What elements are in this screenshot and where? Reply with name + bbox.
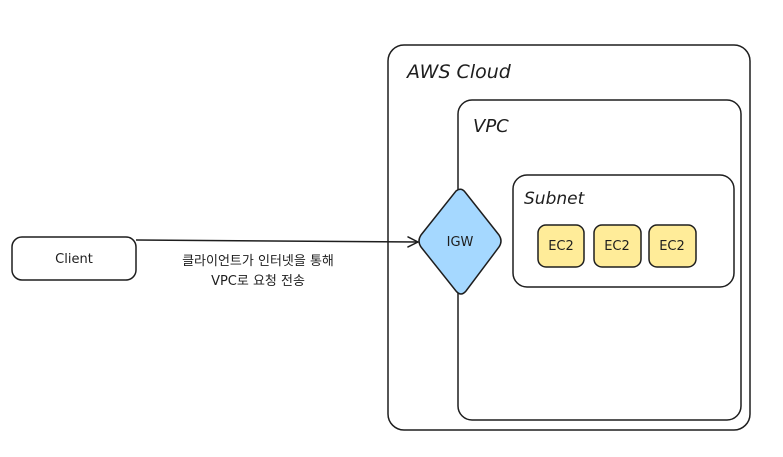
edge-label: 클라이언트가 인터넷을 통해 VPC로 요청 전송 xyxy=(182,254,334,289)
ec2-instance: EC2 xyxy=(648,224,697,268)
edge-label-line-2: VPC로 요청 전송 xyxy=(211,274,305,289)
igw-node: IGW xyxy=(418,188,502,295)
aws-cloud-label: AWS Cloud xyxy=(405,61,512,83)
igw-label: IGW xyxy=(447,235,474,250)
ec2-label: EC2 xyxy=(548,239,574,254)
ec2-label: EC2 xyxy=(659,239,685,254)
edge-label-line-1: 클라이언트가 인터넷을 통해 xyxy=(182,254,334,269)
ec2-label: EC2 xyxy=(604,239,630,254)
ec2-instance: EC2 xyxy=(537,224,585,268)
aws-cloud-container: AWS Cloud xyxy=(387,44,751,431)
vpc-label: VPC xyxy=(473,116,509,137)
client-to-igw-arrow xyxy=(135,236,419,248)
subnet-label: Subnet xyxy=(524,189,586,209)
client-label: Client xyxy=(55,252,93,267)
ec2-instance: EC2 xyxy=(593,224,642,268)
client-node: Client xyxy=(11,236,137,281)
